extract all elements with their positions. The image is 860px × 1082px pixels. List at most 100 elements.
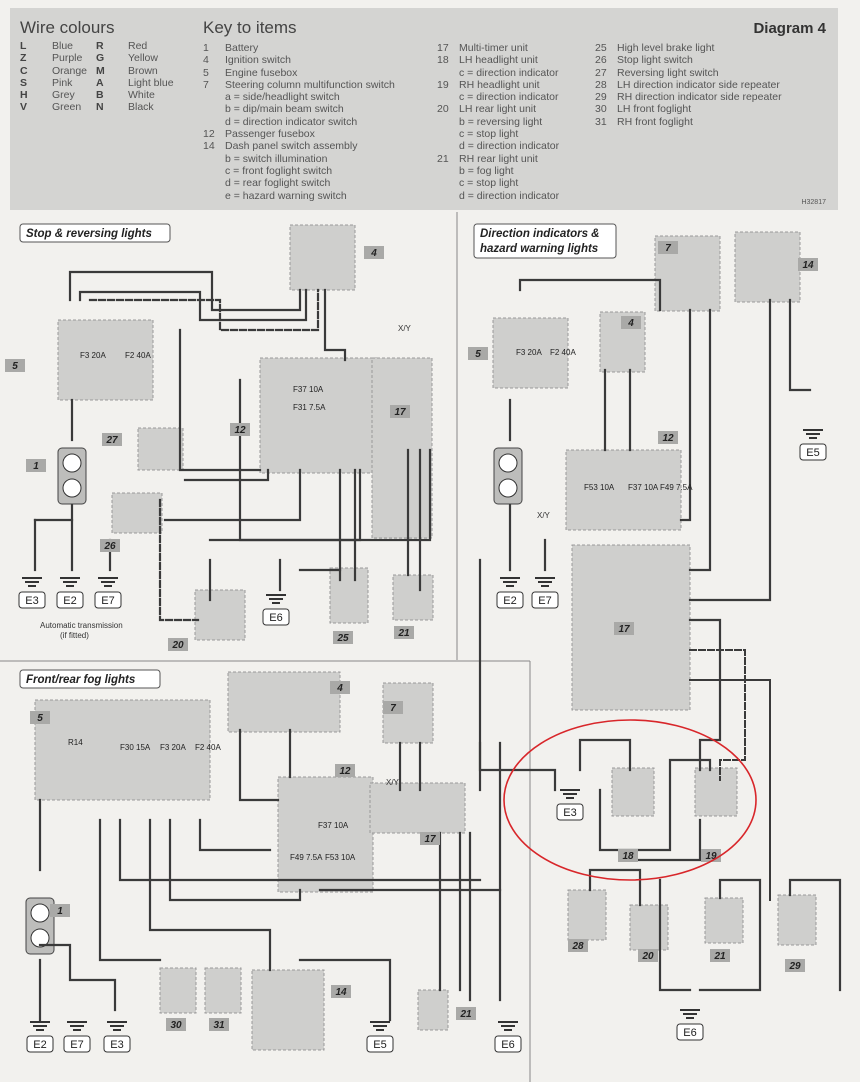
- wire: [478, 558, 557, 792]
- component-number: 12: [234, 425, 246, 436]
- component-number: 29: [788, 961, 801, 972]
- component-badge: [420, 832, 440, 845]
- key-item: c = direction indicator: [437, 91, 559, 103]
- ground-label: E5: [806, 447, 819, 459]
- key-item-number: 25: [595, 42, 607, 54]
- component-housing: [137, 427, 184, 471]
- component-number: 26: [103, 541, 116, 552]
- ground-label: E7: [101, 595, 114, 607]
- ground-label: E2: [503, 595, 516, 607]
- wire-code: M: [96, 64, 105, 77]
- component-number: 20: [171, 640, 184, 651]
- key-item-number: 14: [203, 140, 215, 153]
- component-number: 12: [339, 766, 351, 777]
- annotation: X/Y: [386, 778, 400, 787]
- wire: [588, 868, 642, 907]
- section-title: hazard warning lights: [480, 243, 598, 255]
- component-housing: [289, 224, 356, 291]
- component-badge: [166, 1018, 186, 1031]
- fuse-label: F37 10A: [628, 483, 659, 492]
- component-number: 1: [57, 906, 63, 917]
- component-housing: [329, 567, 369, 624]
- component-badge: [394, 626, 414, 639]
- battery-positive-icon: [30, 903, 50, 923]
- component-number: 5: [12, 361, 18, 372]
- wire: [158, 498, 200, 622]
- component-number: 21: [397, 628, 410, 639]
- ground-label-box: [63, 1035, 91, 1053]
- key-item-number: 7: [203, 78, 209, 91]
- ground-label-box: [496, 591, 524, 609]
- wire: [598, 758, 712, 852]
- wire-colour-name: Yellow: [128, 52, 158, 65]
- wire: [178, 328, 262, 472]
- key-item-number: 4: [203, 54, 209, 67]
- component-number: 12: [662, 433, 674, 444]
- key-item-label: c = direction indicator: [459, 91, 559, 104]
- component-badge: [638, 949, 658, 962]
- key-item: d = direction indicator: [437, 190, 559, 202]
- wire-colour-name: Purple: [52, 52, 83, 65]
- ground-label: E7: [538, 595, 551, 607]
- key-item: a = side/headlight switch: [203, 91, 395, 103]
- component-number: 19: [705, 851, 717, 862]
- component-number: 5: [37, 713, 43, 724]
- wire-code: C: [20, 64, 28, 77]
- wire: [168, 818, 302, 902]
- component-badge: [785, 959, 805, 972]
- key-item: b = dip/main beam switch: [203, 103, 395, 115]
- battery-negative-icon: [498, 478, 518, 498]
- wire: [163, 468, 302, 522]
- component-number: 17: [394, 407, 406, 418]
- fuse-label: F37 10A: [318, 821, 349, 830]
- wire-colour-name: Red: [128, 40, 148, 52]
- key-item: b = reversing light: [437, 116, 559, 128]
- wire: [238, 728, 280, 802]
- ground-label: E3: [563, 807, 576, 819]
- component-badge: [468, 347, 488, 360]
- component-housing: [694, 767, 738, 817]
- key-item-label: High level brake light: [617, 42, 715, 54]
- component-number: 20: [641, 951, 654, 962]
- wire: [698, 878, 762, 992]
- wire-code: N: [96, 101, 104, 114]
- section-title: Stop & reversing lights: [26, 228, 152, 240]
- key-item-label: e = hazard warning switch: [225, 189, 347, 202]
- component-housing: [371, 357, 433, 539]
- key-item-number: 5: [203, 66, 209, 79]
- wire-code: S: [20, 76, 28, 89]
- wire: [38, 943, 117, 1012]
- key-item-label: LH direction indicator side repeater: [617, 78, 780, 91]
- component-number: 4: [370, 248, 377, 259]
- component-number: 4: [336, 683, 343, 694]
- component-housing: [704, 897, 744, 944]
- component-badge: [168, 638, 188, 651]
- ground-label-box: [103, 1035, 131, 1053]
- component-badge: [335, 764, 355, 777]
- key-item-label: c = direction indicator: [459, 66, 559, 79]
- fuse-label: F2 40A: [550, 348, 576, 357]
- ground-label-box: [799, 443, 827, 461]
- key-item-label: RH headlight unit: [459, 78, 540, 91]
- component-badge: [5, 359, 25, 372]
- section-title-box: [19, 223, 171, 243]
- key-item-label: d = direction indicator switch: [225, 115, 358, 128]
- highlight-circle: [503, 719, 757, 881]
- ground-label-box: [262, 608, 290, 626]
- wire-code: V: [20, 101, 28, 114]
